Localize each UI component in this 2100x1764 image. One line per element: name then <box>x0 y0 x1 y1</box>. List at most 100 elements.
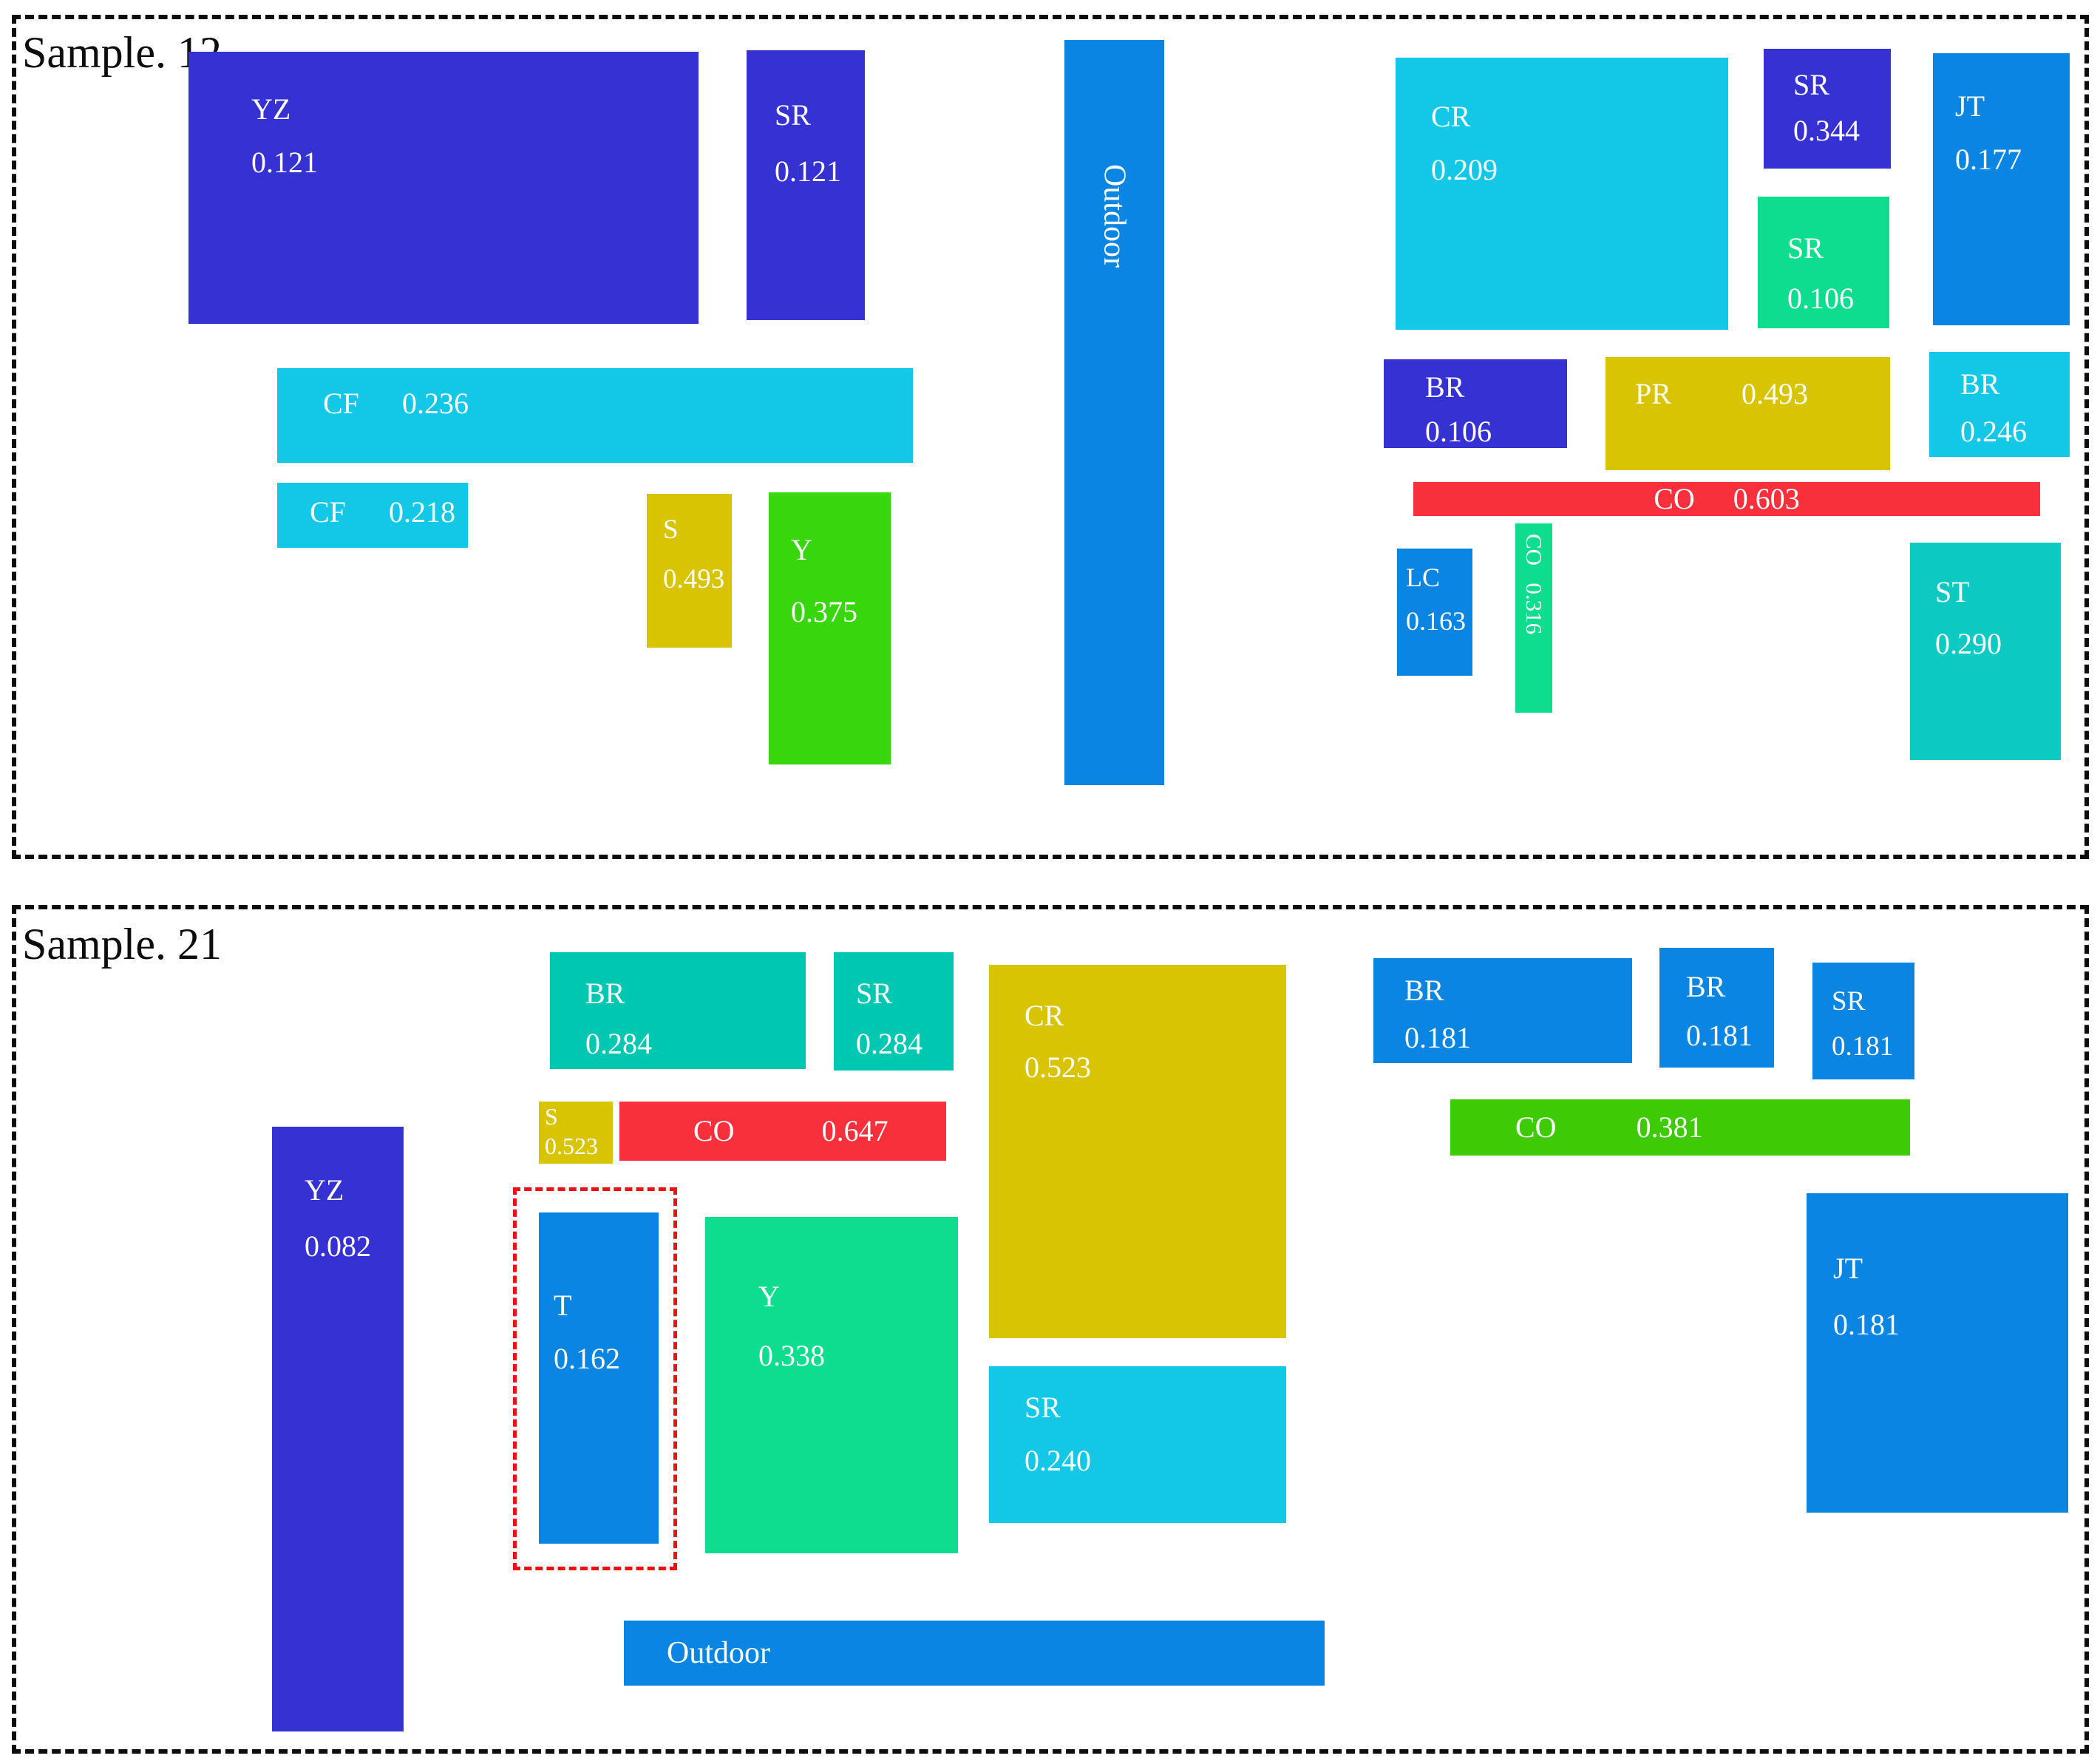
room-box-co-0603: CO 0.603 <box>1413 482 2040 516</box>
room-score: 0.338 <box>758 1339 825 1372</box>
room-box-cf-0236: CF 0.236 <box>277 368 913 463</box>
room-box-jt-0177: JT 0.177 <box>1933 53 2070 325</box>
room-score: 0.181 <box>1404 1021 1471 1054</box>
room-label: CO <box>1515 1110 1557 1144</box>
room-box-br-0284: BR 0.284 <box>550 952 806 1069</box>
room-label: BR <box>1686 970 1726 1003</box>
room-label: Y <box>791 533 812 566</box>
room-box-yz-0082: YZ 0.082 <box>272 1127 404 1731</box>
room-label: CR <box>1431 100 1471 133</box>
room-box-cr-0523: CR 0.523 <box>989 965 1286 1338</box>
outdoor-label: Outdoor <box>1097 164 1132 268</box>
room-score: 0.493 <box>663 563 725 594</box>
room-box-sr-0121: SR 0.121 <box>747 50 865 320</box>
room-box-s-0493: S 0.493 <box>647 494 732 648</box>
room-score: 0.375 <box>791 595 857 628</box>
room-score: 0.236 <box>401 387 469 420</box>
room-box-pr-0493: PR 0.493 <box>1605 357 1890 470</box>
room-score: 0.181 <box>1832 1031 1894 1062</box>
room-score: 0.209 <box>1431 153 1498 186</box>
room-label: S <box>545 1103 558 1130</box>
room-score: 0.284 <box>856 1027 922 1060</box>
room-label: CF <box>323 387 359 420</box>
room-score: 0.106 <box>1787 282 1854 315</box>
room-score: 0.493 <box>1741 377 1808 410</box>
room-score: 0.106 <box>1425 415 1492 448</box>
sample-12-title: Sample. 12 <box>22 28 222 77</box>
room-label: YZ <box>305 1173 344 1207</box>
room-label: SR <box>1024 1391 1061 1424</box>
room-box-co-0381: CO 0.381 <box>1450 1099 1910 1156</box>
room-box-s-0523: S 0.523 <box>539 1102 613 1164</box>
room-box-br-0106: BR 0.106 <box>1384 359 1567 448</box>
room-box-yz-0121: YZ 0.121 <box>188 52 699 324</box>
room-score: 0.181 <box>1833 1308 1900 1341</box>
room-label: CO <box>1654 482 1695 515</box>
room-box-cr-0209: CR 0.209 <box>1396 58 1728 330</box>
room-label: T <box>554 1289 572 1322</box>
room-score: 0.181 <box>1686 1019 1753 1052</box>
room-score: 0.162 <box>554 1342 620 1375</box>
room-box-y-0338: Y 0.338 <box>705 1217 958 1553</box>
highlight-dashed-rect <box>513 1187 677 1570</box>
room-label: JT <box>1833 1252 1863 1285</box>
room-score: 0.121 <box>775 155 841 188</box>
room-score: 0.218 <box>388 495 455 529</box>
room-label: JT <box>1955 89 1985 123</box>
sample-21-panel-border <box>12 905 2089 1754</box>
room-score: 0.344 <box>1793 114 1860 147</box>
room-score: 0.240 <box>1024 1444 1091 1477</box>
room-label: BR <box>1425 370 1465 404</box>
room-label: PR <box>1635 377 1671 410</box>
room-box-sr-0181: SR 0.181 <box>1812 963 1914 1079</box>
room-box-br-0181: BR 0.181 <box>1659 948 1774 1068</box>
room-label: SR <box>1793 68 1829 101</box>
room-box-st-0290: ST 0.290 <box>1910 543 2061 760</box>
room-label: CO <box>693 1114 735 1147</box>
room-label: Outdoor <box>667 1636 770 1670</box>
room-box-cf-0218: CF 0.218 <box>277 483 468 548</box>
room-box-co-0316: CO 0.316 <box>1515 523 1552 713</box>
room-label: Y <box>758 1280 780 1313</box>
room-score: 0.177 <box>1955 143 2022 176</box>
room-score: 0.163 <box>1406 606 1466 637</box>
room-label: ST <box>1935 575 1970 608</box>
room-box-sr-0240: SR 0.240 <box>989 1366 1286 1523</box>
sample-21-title: Sample. 21 <box>22 920 222 968</box>
room-score: 0.290 <box>1935 627 2002 660</box>
room-label: SR <box>775 98 811 132</box>
room-score: 0.284 <box>585 1027 652 1060</box>
room-score: 0.381 <box>1636 1110 1703 1144</box>
room-box-br-0181: BR 0.181 <box>1373 958 1632 1063</box>
room-box-jt-0181: JT 0.181 <box>1807 1193 2068 1513</box>
room-box-lc-0163: LC 0.163 <box>1397 549 1472 676</box>
room-score: 0.082 <box>305 1229 371 1263</box>
room-label: CO 0.316 <box>1521 534 1548 635</box>
room-score: 0.121 <box>251 146 318 179</box>
room-label: CF <box>310 495 346 529</box>
room-box-sr-0284: SR 0.284 <box>834 952 954 1071</box>
room-box-sr-0344: SR 0.344 <box>1764 49 1891 169</box>
room-label: CR <box>1024 999 1064 1032</box>
room-box-outdoor: Outdoor <box>1064 40 1164 785</box>
room-label: SR <box>1787 231 1824 265</box>
room-score: 0.603 <box>1733 482 1800 515</box>
room-label: BR <box>1404 974 1444 1007</box>
room-label: BR <box>585 977 625 1010</box>
room-label: S <box>663 515 679 545</box>
room-label: YZ <box>251 92 291 126</box>
room-score: 0.523 <box>1024 1051 1091 1084</box>
room-label: SR <box>856 977 892 1010</box>
room-score: 0.246 <box>1960 415 2027 448</box>
room-label: LC <box>1406 563 1441 592</box>
room-score: 0.523 <box>545 1133 598 1159</box>
sample-12-panel-border <box>12 15 2089 859</box>
room-box-y-0375: Y 0.375 <box>769 492 891 764</box>
room-box-t-0162: T 0.162 <box>539 1212 659 1544</box>
room-box-outdoor: Outdoor <box>624 1621 1325 1686</box>
room-label: SR <box>1832 986 1866 1017</box>
room-box-sr-0106: SR 0.106 <box>1758 197 1889 328</box>
